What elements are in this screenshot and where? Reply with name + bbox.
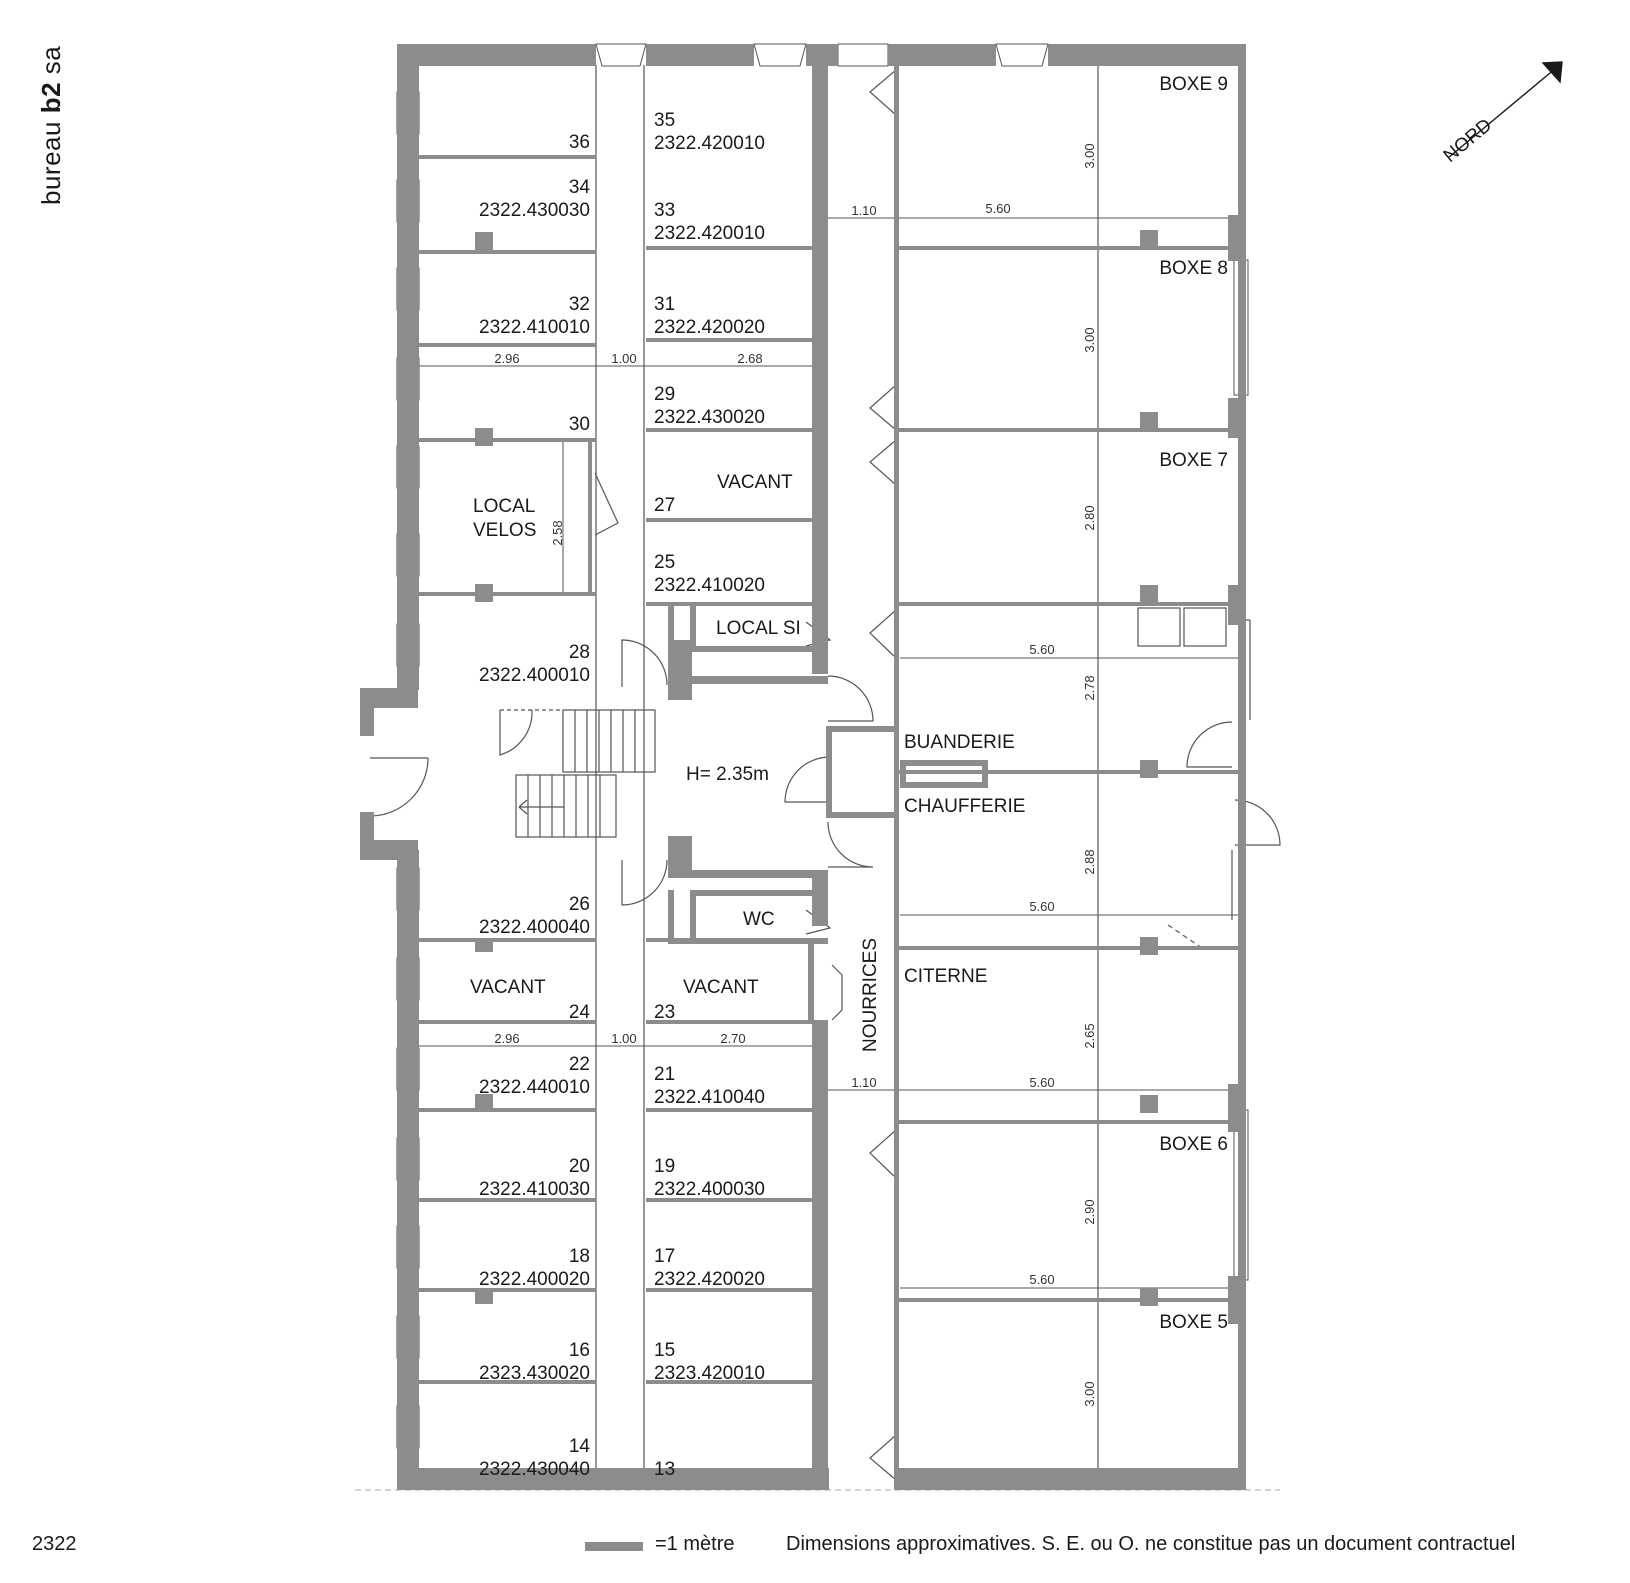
room-36: 36 bbox=[569, 132, 590, 153]
boxe-9: BOXE 9 bbox=[1159, 74, 1228, 95]
dimension-label: 3.00 bbox=[1082, 1381, 1097, 1406]
dimension-label: 1.10 bbox=[851, 203, 876, 218]
scale-bar bbox=[585, 1542, 643, 1551]
corridor-nourrices: NOURRICES bbox=[860, 938, 881, 1052]
dimension-label: 2.90 bbox=[1082, 1199, 1097, 1224]
boxe-6: BOXE 6 bbox=[1159, 1134, 1228, 1155]
dimension-label: 2.78 bbox=[1082, 675, 1097, 700]
room-chaufferie: CHAUFFERIE bbox=[904, 796, 1025, 817]
room-buanderie: BUANDERIE bbox=[904, 732, 1015, 753]
room-local-si: LOCAL SI bbox=[716, 618, 801, 639]
dimension-label: 3.00 bbox=[1082, 143, 1097, 168]
north-label: NORD bbox=[1440, 115, 1496, 167]
dimension-label: 2.80 bbox=[1082, 505, 1097, 530]
boxe-5: BOXE 5 bbox=[1159, 1312, 1228, 1333]
dimension-label: 2.96 bbox=[494, 351, 519, 366]
room-24: VACANT24 bbox=[470, 977, 590, 1023]
dimension-label: 3.00 bbox=[1082, 327, 1097, 352]
dimension-label: 5.60 bbox=[985, 201, 1010, 216]
walls bbox=[360, 44, 1246, 1490]
room-30: 30 bbox=[569, 414, 590, 435]
dimension-label: 5.60 bbox=[1029, 1272, 1054, 1287]
dimension-label: 2.65 bbox=[1082, 1023, 1097, 1048]
scale-label: =1 mètre bbox=[655, 1533, 735, 1555]
project-reference: 2322 bbox=[32, 1533, 77, 1555]
boxe-7: BOXE 7 bbox=[1159, 450, 1228, 471]
dimension-label: 2.88 bbox=[1082, 849, 1097, 874]
room-13: 13 bbox=[654, 1459, 675, 1480]
room-citerne: CITERNE bbox=[904, 966, 987, 987]
dimension-label: 2.70 bbox=[720, 1031, 745, 1046]
dimension-label: 5.60 bbox=[1029, 1075, 1054, 1090]
north-arrow-icon bbox=[1447, 61, 1563, 159]
dimension-label: 2.96 bbox=[494, 1031, 519, 1046]
boxe-8: BOXE 8 bbox=[1159, 258, 1228, 279]
dimension-label: 1.00 bbox=[611, 351, 636, 366]
dimension-label: 1.10 bbox=[851, 1075, 876, 1090]
ceiling-height: H= 2.35m bbox=[686, 764, 769, 785]
room-wc: WC bbox=[743, 909, 775, 930]
dimension-label: 2.68 bbox=[737, 351, 762, 366]
disclaimer: Dimensions approximatives. S. E. ou O. n… bbox=[786, 1533, 1516, 1555]
dimension-labels: 2.96 1.00 2.68 2.58 2.96 1.00 2.70 1.10 … bbox=[494, 143, 1097, 1406]
dimension-label: 5.60 bbox=[1029, 899, 1054, 914]
dimension-label: 2.58 bbox=[550, 520, 565, 545]
dimension-label: 5.60 bbox=[1029, 642, 1054, 657]
dimension-label: 1.00 bbox=[611, 1031, 636, 1046]
